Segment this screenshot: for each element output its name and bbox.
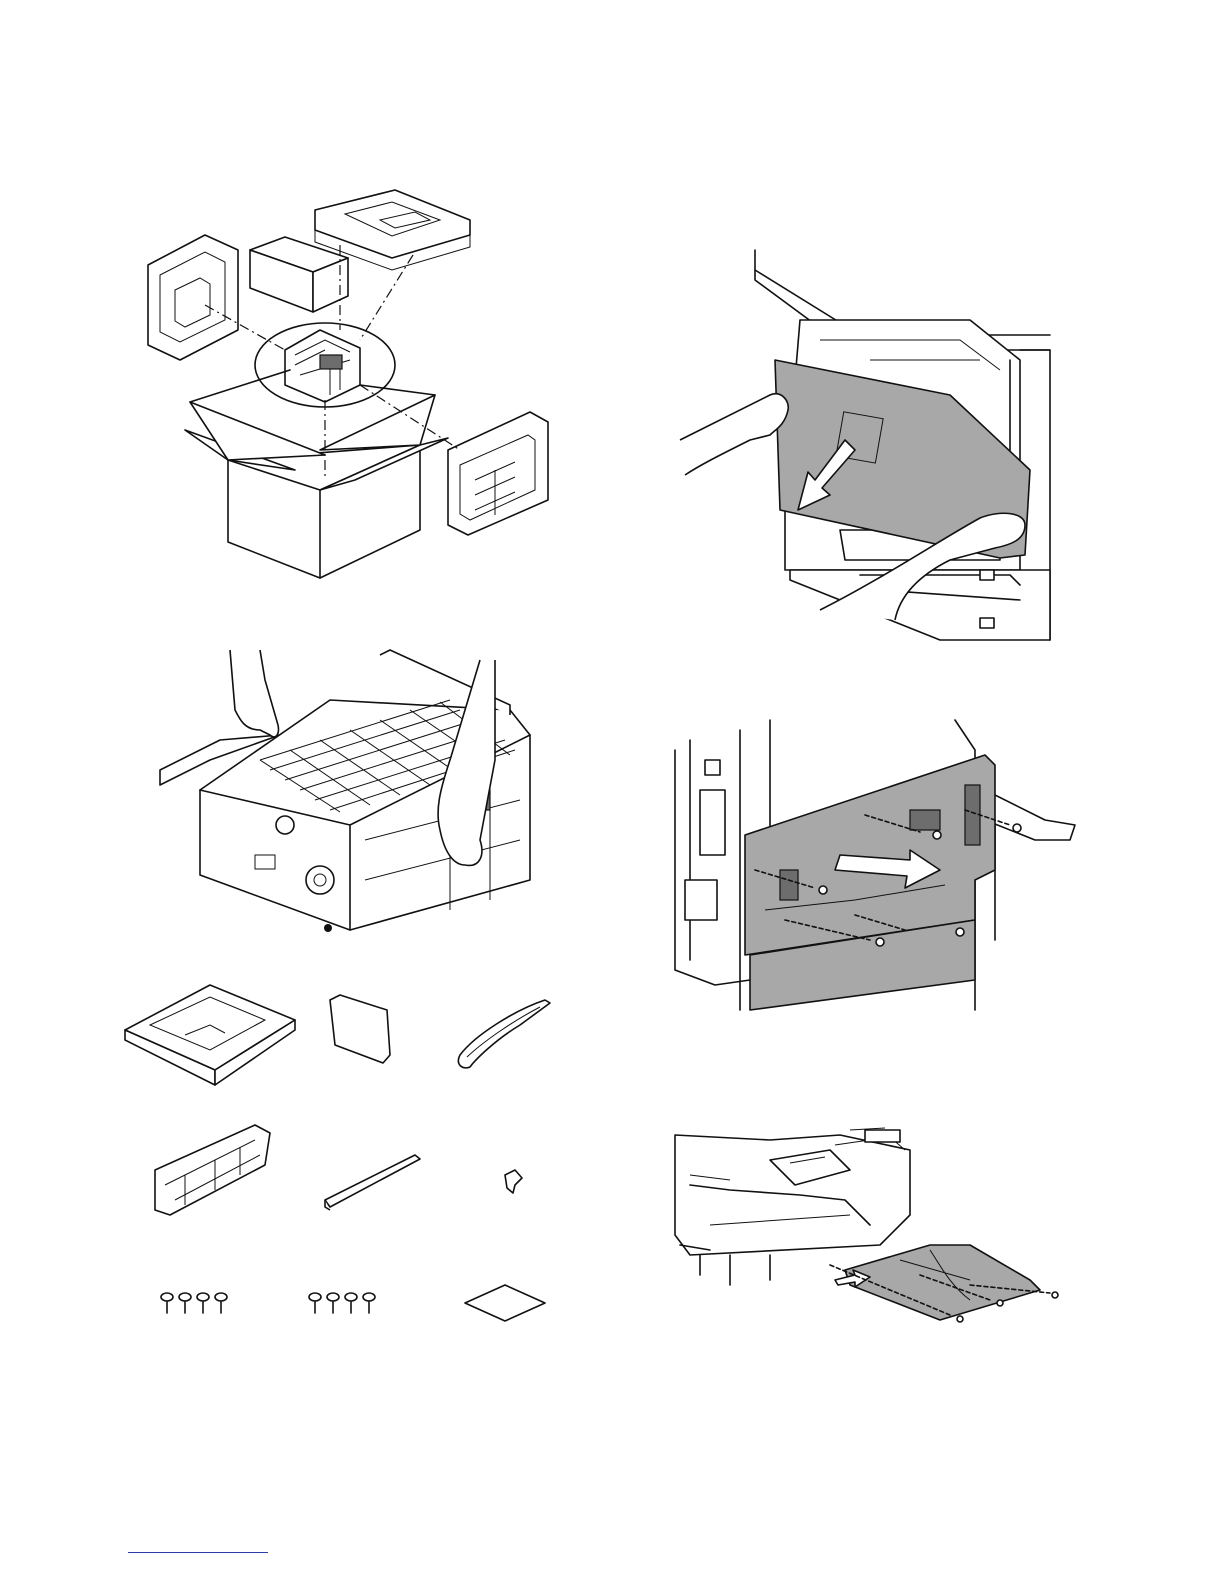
footer-link[interactable] — [128, 1552, 268, 1569]
remove-exit-tray-illustration — [670, 1125, 1070, 1325]
remove-front-cover-illustration — [680, 240, 1060, 660]
remove-rear-cover-illustration — [655, 710, 1085, 1020]
packed-parts-illustration — [115, 975, 575, 1335]
unpacking-box-illustration — [130, 190, 570, 590]
lift-finisher-illustration — [150, 640, 550, 940]
